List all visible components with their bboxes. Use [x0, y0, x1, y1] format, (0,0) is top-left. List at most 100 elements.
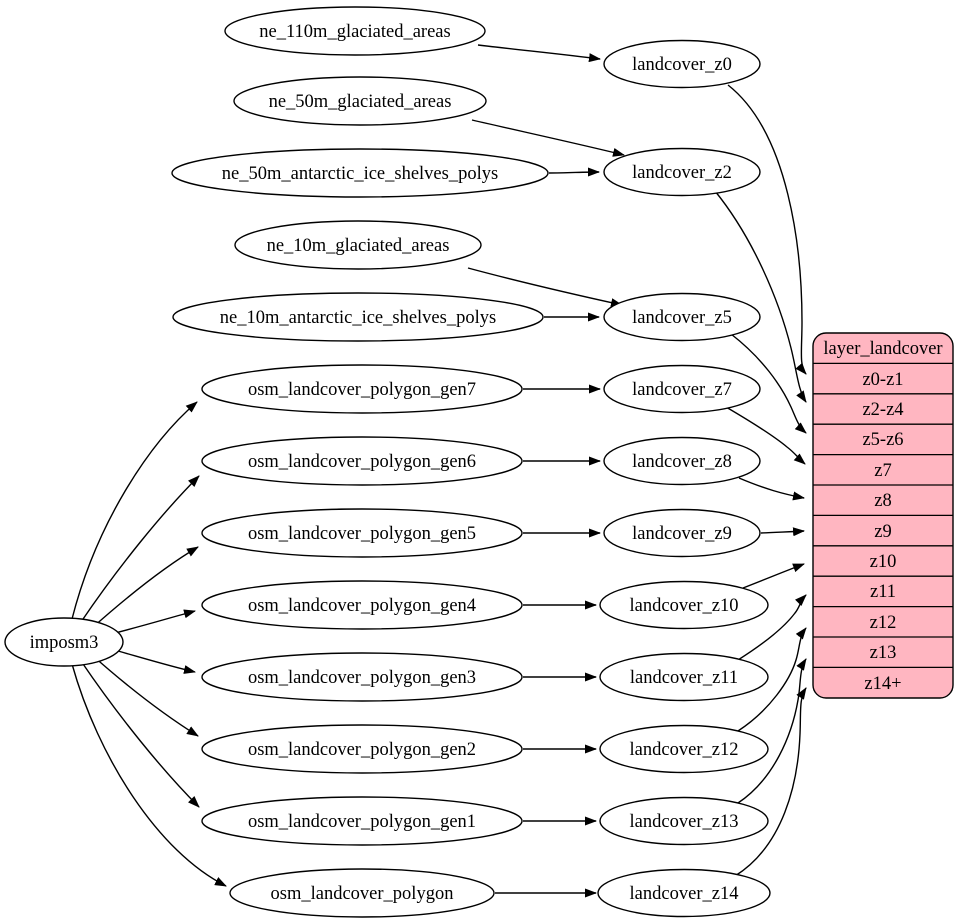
edge-landcover_z2-to-row-z2-z4 — [714, 190, 807, 403]
node-ellipse — [603, 39, 761, 89]
node-label: osm_landcover_polygon_gen6 — [248, 452, 476, 472]
edge-imposm3-to-osm_landcover_polygon — [71, 663, 227, 887]
edge-imposm3-to-osm_landcover_polygon_gen3 — [110, 648, 196, 674]
node-label: osm_landcover_polygon — [271, 884, 454, 904]
node-ellipse — [599, 652, 769, 702]
node-ellipse — [4, 617, 124, 667]
edge-ne_50m_glaciated_areas-to-landcover_z2 — [471, 119, 625, 157]
node-ellipse — [603, 147, 761, 197]
node-label: osm_landcover_polygon_gen1 — [248, 812, 476, 832]
edge-imposm3-to-osm_landcover_polygon_gen6 — [80, 475, 200, 623]
node-ellipse — [603, 436, 761, 486]
node-ellipse — [603, 364, 761, 414]
node-label: landcover_z2 — [632, 163, 732, 183]
edge-landcover_z11-to-row-z11 — [737, 594, 807, 661]
node-label: osm_landcover_polygon_gen2 — [248, 740, 476, 760]
node-ne_50m_antarctic_ice_shelves_polys: ne_50m_antarctic_ice_shelves_polys — [171, 148, 549, 198]
node-label: landcover_z13 — [630, 812, 739, 832]
edge-imposm3-to-osm_landcover_polygon_gen2 — [91, 654, 199, 737]
table-row-z13: z13 — [870, 643, 897, 663]
node-ellipse — [201, 580, 523, 630]
node-label: landcover_z12 — [630, 740, 739, 760]
table-row-z0-z1: z0-z1 — [862, 370, 903, 390]
node-ellipse — [229, 868, 495, 918]
node-label: landcover_z8 — [632, 452, 732, 472]
node-ne_10m_antarctic_ice_shelves_polys: ne_10m_antarctic_ice_shelves_polys — [172, 292, 544, 342]
node-label: landcover_z7 — [632, 380, 732, 400]
node-ellipse — [172, 292, 544, 342]
node-landcover_z7: landcover_z7 — [603, 364, 761, 414]
node-label: ne_10m_glaciated_areas — [267, 236, 450, 256]
table-row-z10: z10 — [870, 552, 897, 572]
node-ellipse — [201, 436, 523, 486]
node-landcover_z9: landcover_z9 — [603, 508, 761, 558]
edge-imposm3-to-osm_landcover_polygon_gen7 — [71, 401, 198, 620]
node-ellipse — [599, 580, 769, 630]
table-row-z7: z7 — [874, 461, 891, 481]
node-ellipse — [597, 868, 771, 918]
table-row-z9: z9 — [874, 522, 891, 542]
node-label: ne_50m_antarctic_ice_shelves_polys — [222, 164, 498, 184]
edge-landcover_z7-to-row-z7 — [725, 406, 806, 465]
node-ne_50m_glaciated_areas: ne_50m_glaciated_areas — [233, 76, 487, 126]
node-ellipse — [171, 148, 549, 198]
edge-landcover_z10-to-row-z10 — [742, 563, 805, 589]
node-landcover_z2: landcover_z2 — [603, 147, 761, 197]
edge-ne_50m_antarctic_ice_shelves_polys-to-landcover_z2 — [548, 167, 600, 177]
edge-landcover_z14-to-row-z14+ — [734, 687, 807, 877]
table-row-z5-z6: z5-z6 — [862, 430, 903, 450]
node-label: imposm3 — [30, 633, 99, 653]
node-ellipse — [201, 508, 523, 558]
table-row-z12: z12 — [870, 613, 897, 633]
node-osm_landcover_polygon_gen3: osm_landcover_polygon_gen3 — [201, 652, 523, 702]
edge-landcover_z9-to-row-z9 — [760, 527, 805, 537]
node-ellipse — [201, 724, 523, 774]
node-label: osm_landcover_polygon_gen7 — [248, 380, 476, 400]
node-label: landcover_z11 — [630, 668, 738, 688]
edges — [71, 44, 807, 898]
edge-ne_10m_glaciated_areas-to-landcover_z5 — [467, 267, 623, 308]
node-osm_landcover_polygon_gen1: osm_landcover_polygon_gen1 — [201, 796, 523, 846]
edge-imposm3-to-osm_landcover_polygon_gen1 — [80, 660, 200, 808]
node-ellipse — [201, 652, 523, 702]
node-osm_landcover_polygon_gen6: osm_landcover_polygon_gen6 — [201, 436, 523, 486]
node-ellipse — [233, 76, 487, 126]
node-label: ne_50m_glaciated_areas — [269, 92, 452, 112]
node-label: landcover_z0 — [632, 55, 732, 75]
node-ne_110m_glaciated_areas: ne_110m_glaciated_areas — [224, 6, 486, 56]
node-ellipse — [603, 292, 761, 342]
node-ellipse — [603, 508, 761, 558]
node-osm_landcover_polygon_gen5: osm_landcover_polygon_gen5 — [201, 508, 523, 558]
edge-landcover_z5-to-row-z5-z6 — [730, 333, 807, 434]
node-label: landcover_z10 — [630, 596, 739, 616]
edge-imposm3-to-osm_landcover_polygon_gen5 — [91, 546, 199, 629]
node-ellipse — [201, 364, 523, 414]
node-label: landcover_z5 — [632, 308, 732, 328]
node-ellipse — [234, 220, 482, 270]
node-osm_landcover_polygon_gen2: osm_landcover_polygon_gen2 — [201, 724, 523, 774]
node-landcover_z11: landcover_z11 — [599, 652, 769, 702]
node-osm_landcover_polygon_gen4: osm_landcover_polygon_gen4 — [201, 580, 523, 630]
table-row-z2-z4: z2-z4 — [862, 400, 903, 420]
node-ellipse — [224, 6, 486, 56]
node-ellipse — [599, 796, 769, 846]
node-label: landcover_z14 — [630, 884, 739, 904]
node-ellipse — [599, 724, 769, 774]
node-label: landcover_z9 — [632, 524, 732, 544]
node-ellipse — [201, 796, 523, 846]
node-landcover_z0: landcover_z0 — [603, 39, 761, 89]
node-landcover_z10: landcover_z10 — [599, 580, 769, 630]
node-ne_10m_glaciated_areas: ne_10m_glaciated_areas — [234, 220, 482, 270]
node-landcover_z14: landcover_z14 — [597, 868, 771, 918]
node-label: osm_landcover_polygon_gen5 — [248, 524, 476, 544]
node-landcover_z5: landcover_z5 — [603, 292, 761, 342]
table-row-z8: z8 — [874, 491, 891, 511]
node-landcover_z13: landcover_z13 — [599, 796, 769, 846]
edge-landcover_z8-to-row-z8 — [738, 477, 805, 501]
node-landcover_z12: landcover_z12 — [599, 724, 769, 774]
table-layer_landcover: layer_landcover z0-z1 z2-z4 z5-z6 z7 z8 … — [812, 332, 954, 699]
edge-landcover_z12-to-row-z12 — [737, 627, 807, 732]
edge-imposm3-to-osm_landcover_polygon_gen4 — [110, 609, 196, 635]
